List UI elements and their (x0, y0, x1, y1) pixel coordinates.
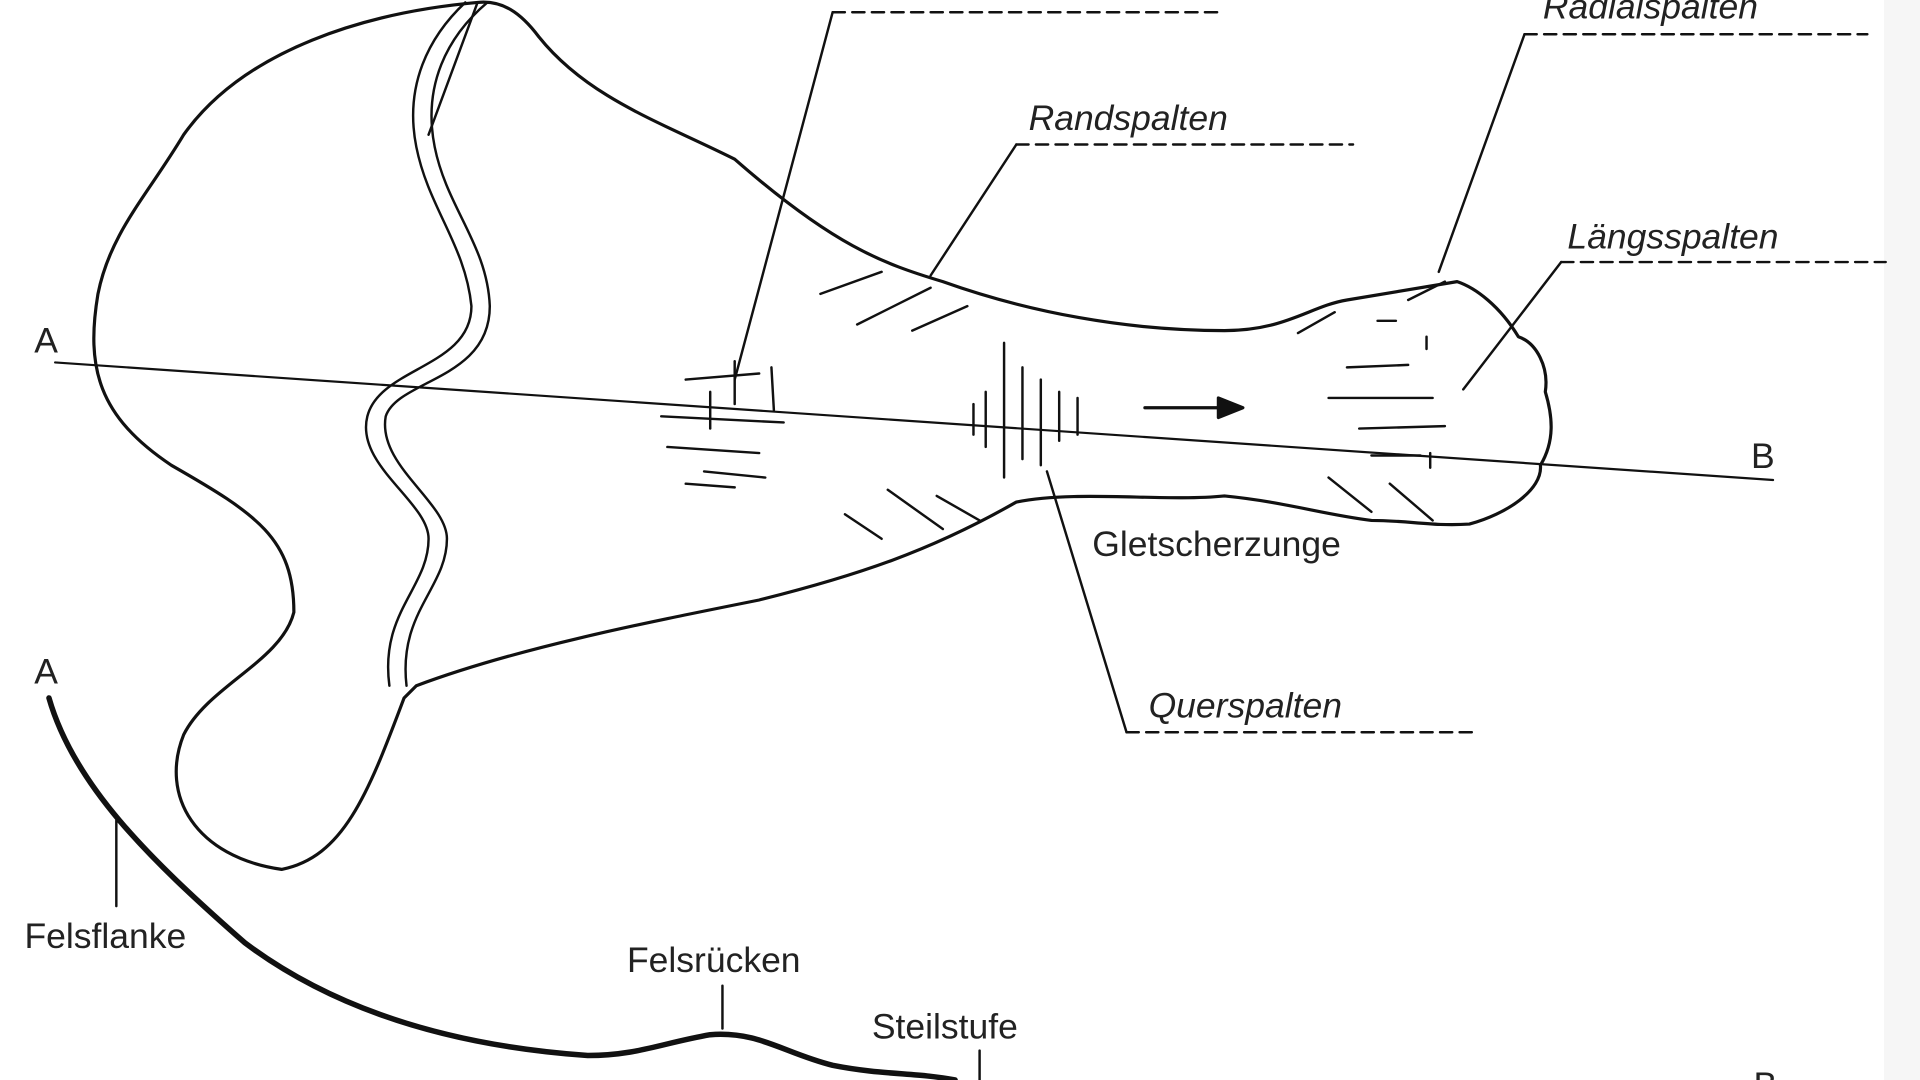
label-felsruecken: Felsrücken (627, 940, 801, 980)
label-steilstufe: Steilstufe (872, 1006, 1018, 1046)
leader-top-left (733, 11, 834, 381)
right-edge-shade (1884, 0, 1920, 1080)
label-laengsspalten: Längsspalten (1567, 217, 1778, 257)
label-point-b-profile: B (1753, 1065, 1777, 1080)
glacier-outline (92, 0, 1553, 871)
label-point-a-profile: A (34, 651, 58, 691)
label-randspalten: Randspalten (1029, 98, 1228, 138)
label-point-a-top: A (34, 321, 58, 361)
profile-line (46, 695, 958, 1080)
label-gletscherzunge: Gletscherzunge (1092, 524, 1341, 564)
label-felsflanke: Felsflanke (24, 916, 186, 956)
moraine-line-inner (383, 1, 492, 687)
label-radialspalten: Radialspalten (1543, 0, 1758, 26)
section-line-a-b (54, 361, 1775, 482)
label-point-b-top: B (1751, 436, 1775, 476)
label-querspalten: Querspalten (1149, 686, 1342, 726)
moraine-line (364, 1, 473, 687)
